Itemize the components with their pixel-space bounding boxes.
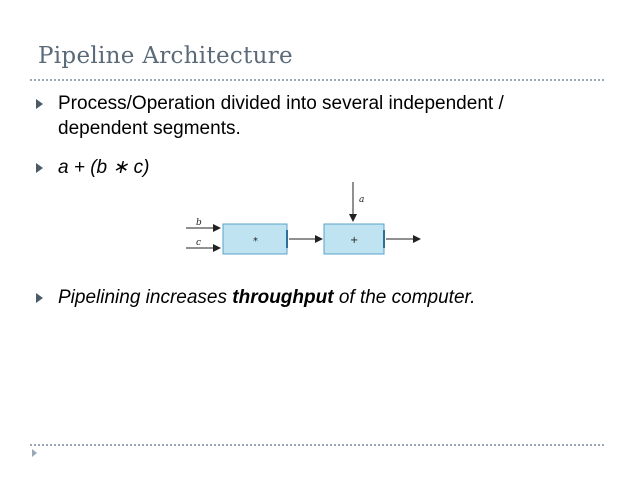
title-divider — [30, 79, 604, 81]
input-b-label: b — [196, 218, 202, 228]
bullet-3-bold: throughput — [232, 287, 334, 308]
multiply-op-label: * — [253, 236, 258, 247]
bullet-arrow-icon — [36, 293, 43, 303]
bullet-arrow-icon — [36, 99, 43, 109]
bullet-text-1: Process/Operation divided into several i… — [58, 91, 504, 141]
bullet-3-after: of the computer. — [333, 287, 476, 308]
add-segment-box — [323, 223, 385, 255]
bullet-text-3: Pipelining increases throughput of the c… — [58, 285, 475, 310]
bullet-text-2: a + (b ∗ c) — [58, 157, 150, 178]
add-op-label: + — [350, 235, 358, 246]
bullet-1-line-1: Process/Operation divided into several i… — [58, 93, 504, 114]
input-a-label: a — [359, 195, 364, 205]
pipeline-diagram: b c * a + — [186, 182, 421, 255]
footer-divider — [30, 444, 604, 446]
bullet-arrow-icon — [36, 163, 43, 173]
bullet-1-line-2: dependent segments. — [58, 118, 241, 139]
slide-title: Pipeline Architecture — [38, 43, 293, 69]
bullet-3-before: Pipelining increases — [58, 287, 233, 308]
footer-arrow-icon — [32, 449, 37, 457]
input-c-label: c — [196, 238, 201, 248]
